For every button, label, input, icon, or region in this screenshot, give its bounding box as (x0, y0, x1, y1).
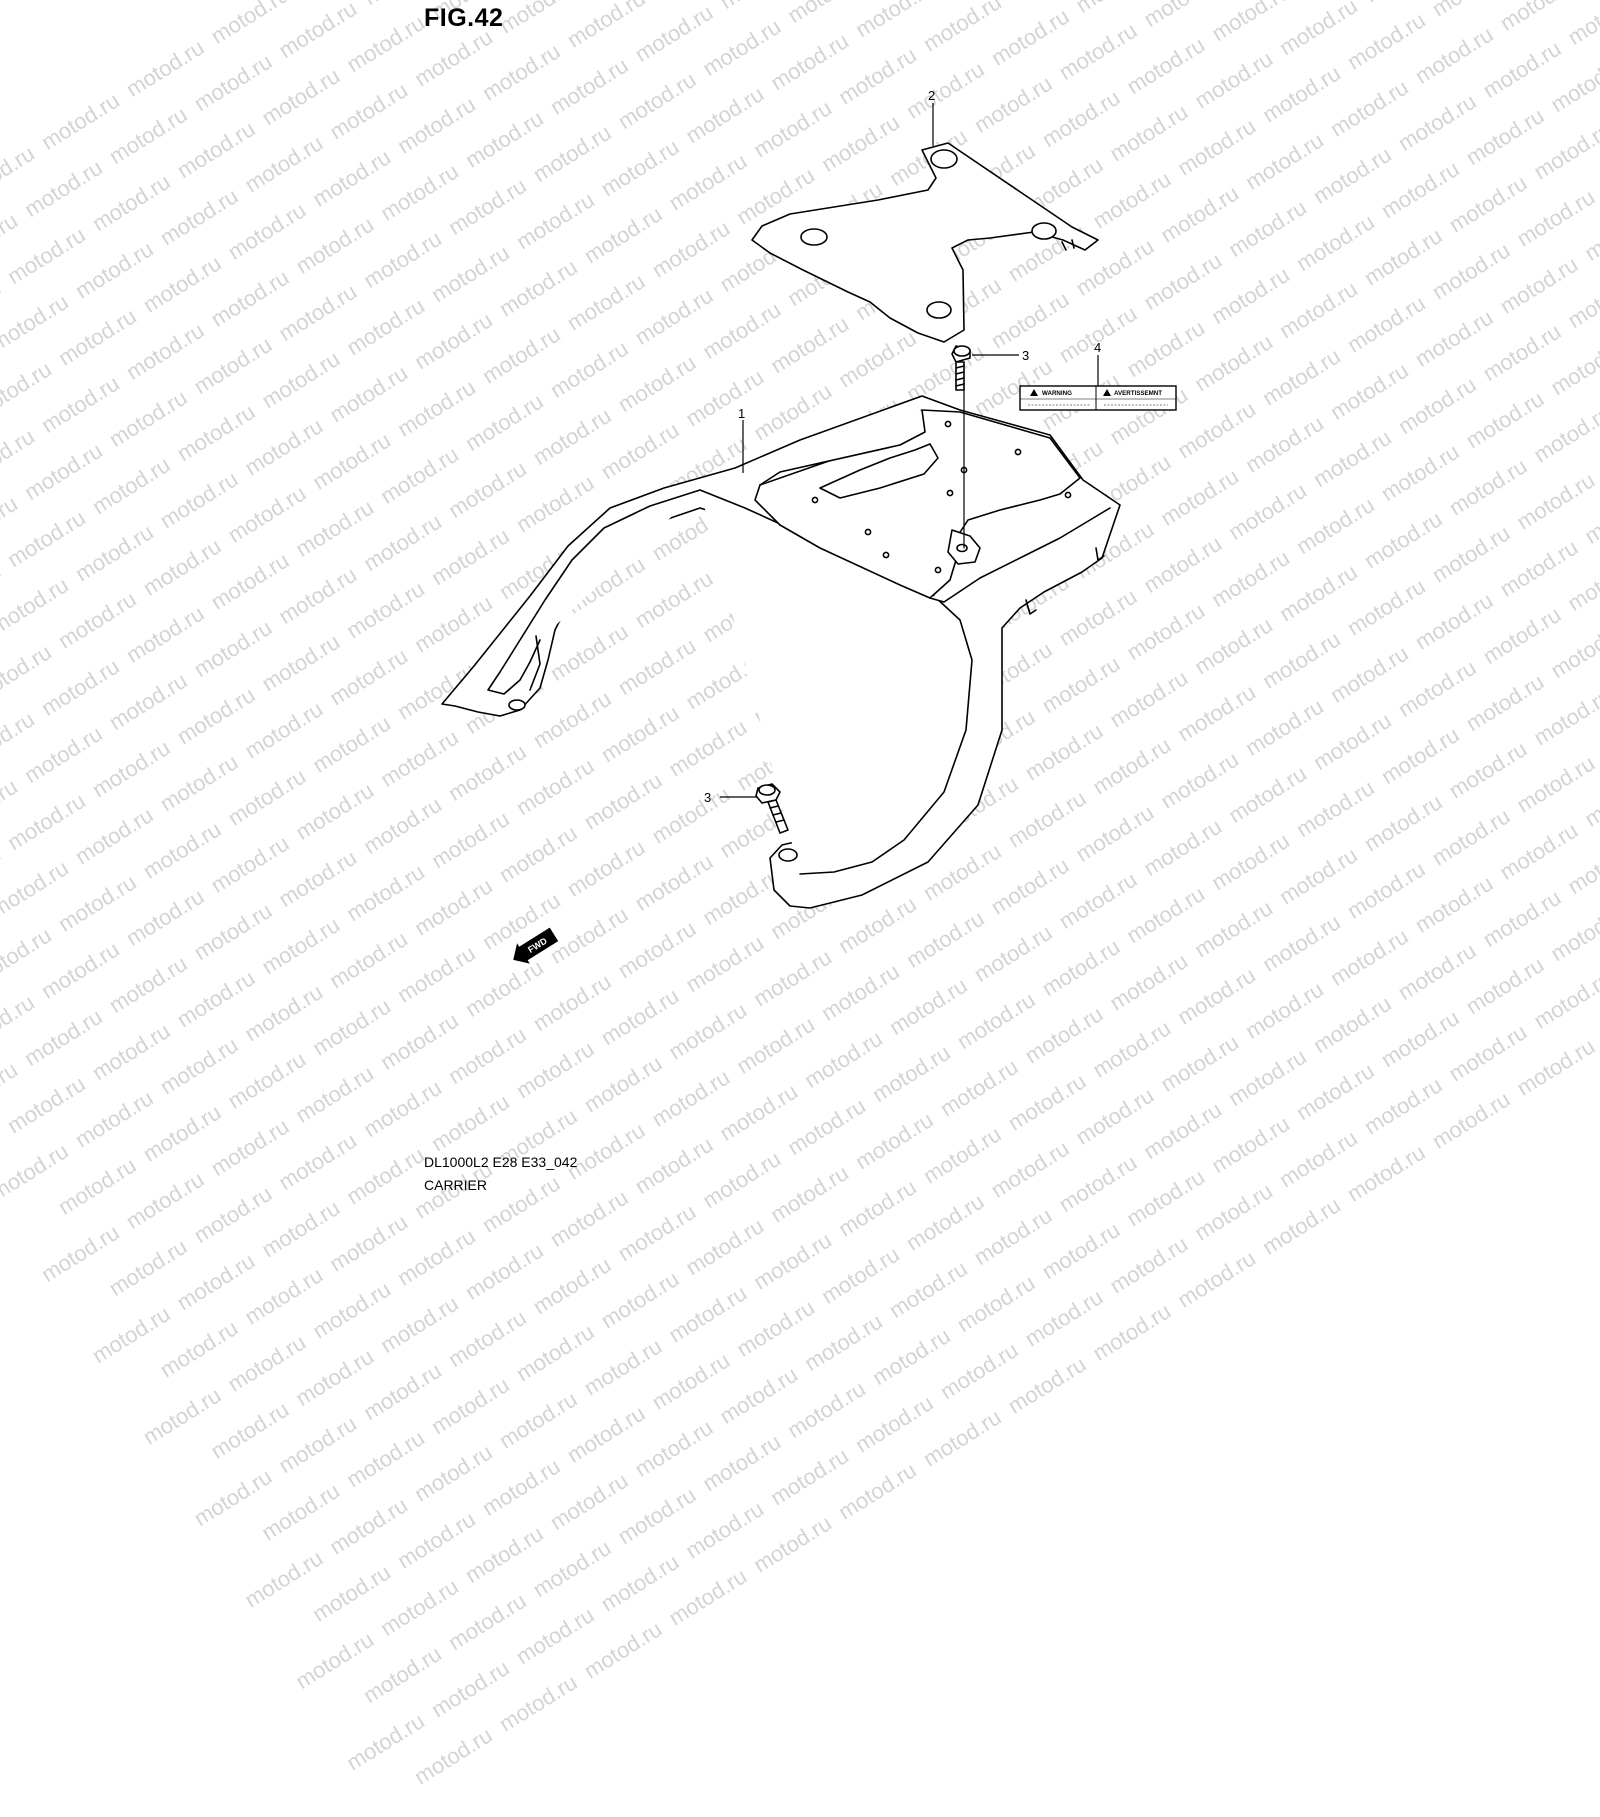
watermark-text: motod.ru (478, 1453, 565, 1521)
watermark-text: motod.ru (376, 1574, 463, 1642)
watermark-text: motod.ru (766, 1443, 853, 1511)
watermark-text: motod.ru (783, 1376, 870, 1444)
watermark-text: motod.ru (579, 1616, 666, 1684)
watermark-text: motod.ru (410, 1722, 497, 1790)
watermark-text: motod.ru (529, 1535, 616, 1603)
watermark-text: motod.ru (936, 1337, 1023, 1405)
watermark-text: motod.ru (444, 1588, 531, 1656)
watermark-text: motod.ru (359, 1358, 446, 1426)
bolt-part-upper (952, 346, 970, 390)
warning-label-part: WARNING AVERTISSEMNT (1020, 386, 1176, 410)
watermark-text: motod.ru (274, 1411, 361, 1479)
watermark-text: motod.ru (647, 1347, 734, 1415)
watermark-text: motod.ru (512, 1602, 599, 1670)
watermark-text: motod.ru (1037, 1217, 1124, 1285)
callout-2: 2 (928, 88, 935, 103)
watermark-text: motod.ru (291, 1627, 378, 1695)
watermark-text: motod.ru (342, 1708, 429, 1776)
watermark-text: motod.ru (359, 1641, 446, 1709)
watermark-text: motod.ru (834, 1457, 921, 1525)
watermark-text: motod.ru (342, 1425, 429, 1493)
watermark-text: motod.ru (206, 1397, 293, 1465)
watermark-text: motod.ru (664, 1280, 751, 1348)
watermark-text: motod.ru (138, 1382, 225, 1450)
watermark-text: motod.ru (410, 1439, 497, 1507)
callout-1: 1 (738, 406, 745, 421)
watermark-text: motod.ru (495, 1669, 582, 1737)
watermark-text: motod.ru (732, 1294, 819, 1362)
avertissement-label-text: AVERTISSEMNT (1114, 390, 1162, 397)
watermark-text: motod.ru (155, 1315, 242, 1383)
carrier-plate-part (752, 143, 1098, 342)
figure-code: DL1000L2 E28 E33_042 (424, 1154, 577, 1170)
watermark-text: motod.ru (1258, 1192, 1345, 1260)
warning-label-text: WARNING (1042, 390, 1072, 397)
watermark-text: motod.ru (257, 1195, 344, 1263)
carrier-diagram: WARNING AVERTISSEMNT 2 1 3 4 3 FWD (0, 0, 1600, 1200)
watermark-text: motod.ru (868, 1323, 955, 1391)
figure-name: CARRIER (424, 1177, 487, 1193)
watermark-text: motod.ru (427, 1372, 514, 1440)
watermark-text: motod.ru (393, 1506, 480, 1574)
watermark-text: motod.ru (291, 1344, 378, 1412)
watermark-text: motod.ru (325, 1492, 412, 1560)
watermark-text: motod.ru (308, 1276, 395, 1344)
watermark-text: motod.ru (1020, 1284, 1107, 1352)
watermark-text: motod.ru (223, 1329, 310, 1397)
watermark-text: motod.ru (613, 1482, 700, 1550)
watermark-text: motod.ru (240, 1545, 327, 1613)
watermark-text: motod.ru (257, 1478, 344, 1546)
watermark-text: motod.ru (562, 1400, 649, 1468)
watermark-text: motod.ru (546, 1468, 633, 1536)
watermark-text: motod.ru (172, 1248, 259, 1316)
watermark-text: motod.ru (105, 1234, 192, 1302)
watermark-text: motod.ru (851, 1390, 938, 1458)
watermark-text: motod.ru (1003, 1351, 1090, 1419)
watermark-text: motod.ru (393, 1223, 480, 1291)
watermark-text: motod.ru (664, 1563, 751, 1631)
watermark-text: motod.ru (579, 1333, 666, 1401)
watermark-text: motod.ru (919, 1404, 1006, 1472)
watermark-text: motod.ru (240, 1262, 327, 1330)
watermark-text: motod.ru (970, 1203, 1057, 1271)
watermark-text: motod.ru (681, 1213, 768, 1281)
watermark-text: motod.ru (800, 1309, 887, 1377)
watermark-text: motod.ru (698, 1429, 785, 1497)
watermark-text: motod.ru (37, 1220, 124, 1288)
callout-4: 4 (1094, 340, 1101, 355)
watermark-text: motod.ru (461, 1521, 548, 1589)
watermark-text: motod.ru (325, 1209, 412, 1277)
fwd-arrow-icon: FWD (507, 924, 560, 970)
watermark-text: motod.ru (512, 1319, 599, 1387)
watermark-text: motod.ru (461, 1238, 548, 1306)
watermark-text: motod.ru (1173, 1245, 1260, 1313)
watermark-text: motod.ru (1105, 1231, 1192, 1299)
watermark-text: motod.ru (885, 1256, 972, 1324)
callout-3-lower: 3 (704, 790, 711, 805)
watermark-text: motod.ru (817, 1242, 904, 1310)
watermark-text: motod.ru (376, 1291, 463, 1359)
watermark-text: motod.ru (596, 1266, 683, 1334)
watermark-text: motod.ru (189, 1464, 276, 1532)
watermark-text: motod.ru (681, 1496, 768, 1564)
watermark-text: motod.ru (596, 1549, 683, 1617)
watermark-text: motod.ru (613, 1199, 700, 1267)
callout-3-upper: 3 (1022, 348, 1029, 363)
watermark-text: motod.ru (749, 1227, 836, 1295)
watermark-text: motod.ru (444, 1305, 531, 1373)
watermark-text: motod.ru (749, 1510, 836, 1578)
watermark-text: motod.ru (715, 1362, 802, 1430)
watermark-text: motod.ru (1088, 1298, 1175, 1366)
watermark-text: motod.ru (953, 1270, 1040, 1338)
watermark-text: motod.ru (630, 1415, 717, 1483)
watermark-text: motod.ru (88, 1301, 175, 1369)
watermark-text: motod.ru (427, 1655, 514, 1723)
watermark-text: motod.ru (529, 1252, 616, 1320)
watermark-text: motod.ru (495, 1386, 582, 1454)
watermark-text: motod.ru (308, 1559, 395, 1627)
